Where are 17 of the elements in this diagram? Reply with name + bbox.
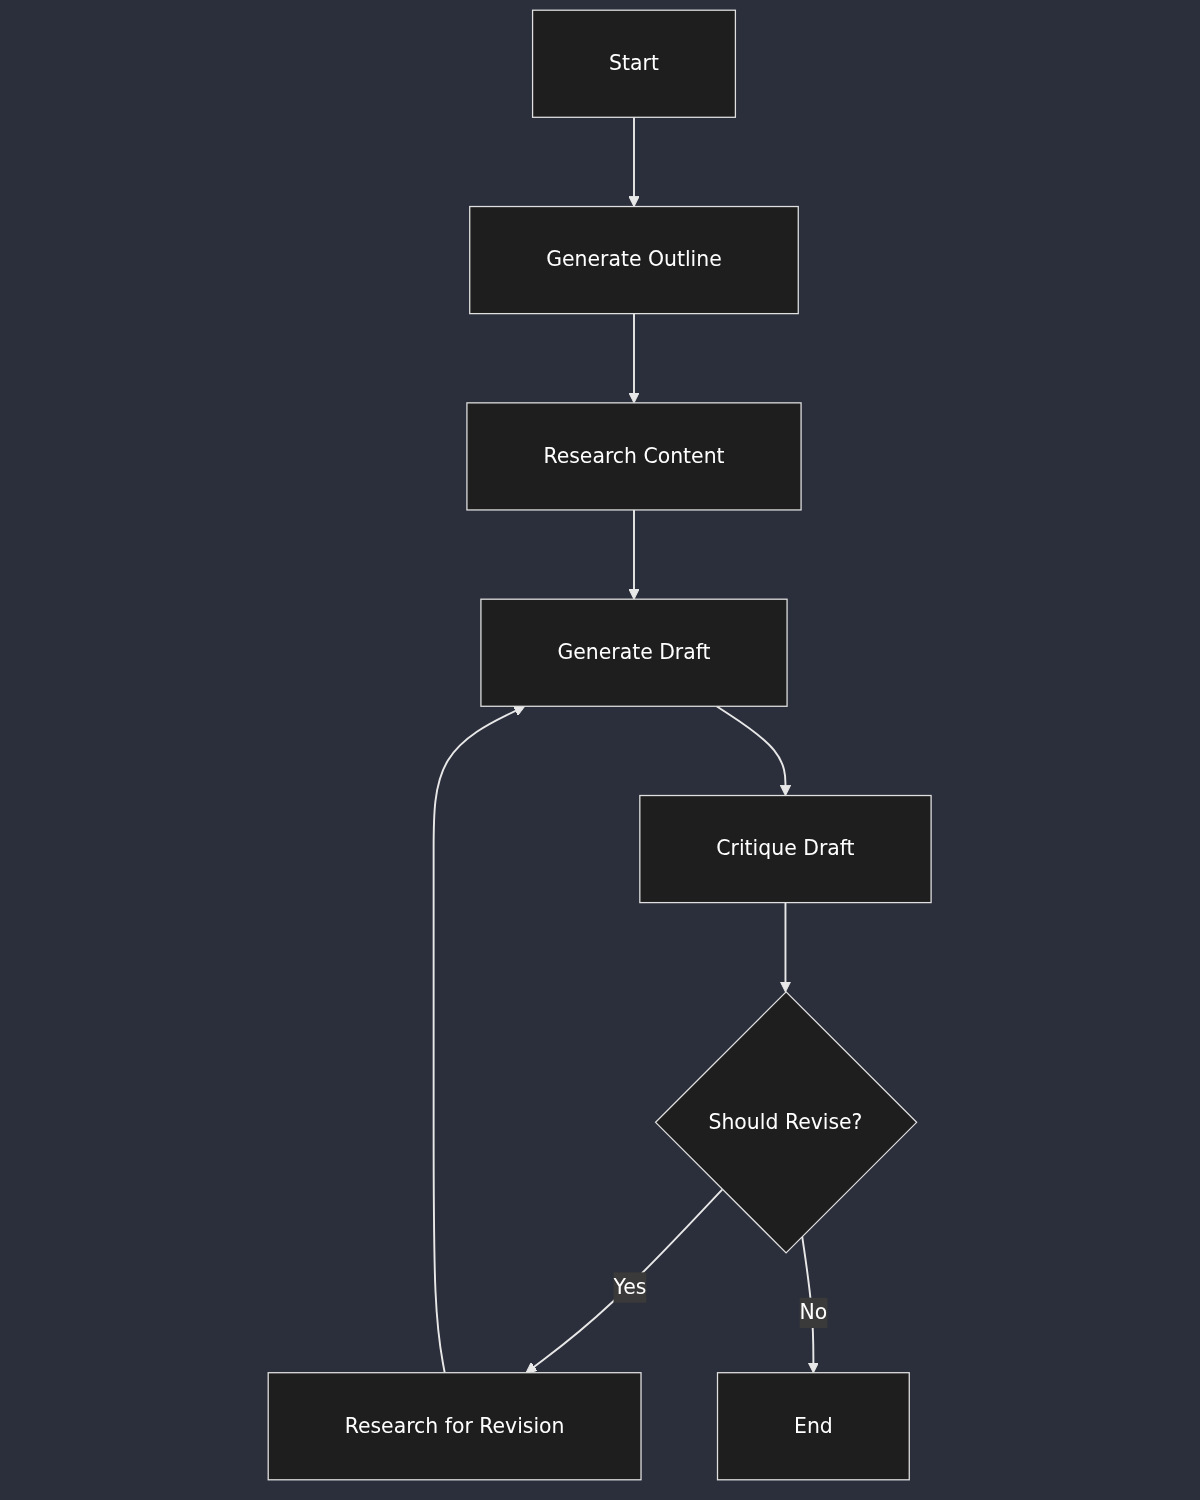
arrow <box>716 705 792 797</box>
node-box: Critique Draft <box>639 794 933 904</box>
arrow <box>628 116 640 208</box>
edge-label: No <box>799 1300 828 1325</box>
arrow <box>628 509 640 600</box>
arrow <box>780 901 792 993</box>
node-box: Start <box>532 9 737 118</box>
node-box: Research Content <box>466 402 803 511</box>
arrow <box>525 1188 724 1374</box>
node-box: Generate Draft <box>480 598 789 707</box>
node-box: Generate Outline <box>469 205 800 315</box>
node-box: Research for Revision <box>267 1372 642 1481</box>
node-diamond: Should Revise? <box>655 990 918 1254</box>
node-box: End <box>717 1372 911 1481</box>
edge-label: Yes <box>613 1274 647 1300</box>
arrow <box>628 312 640 404</box>
arrow <box>433 705 526 1374</box>
